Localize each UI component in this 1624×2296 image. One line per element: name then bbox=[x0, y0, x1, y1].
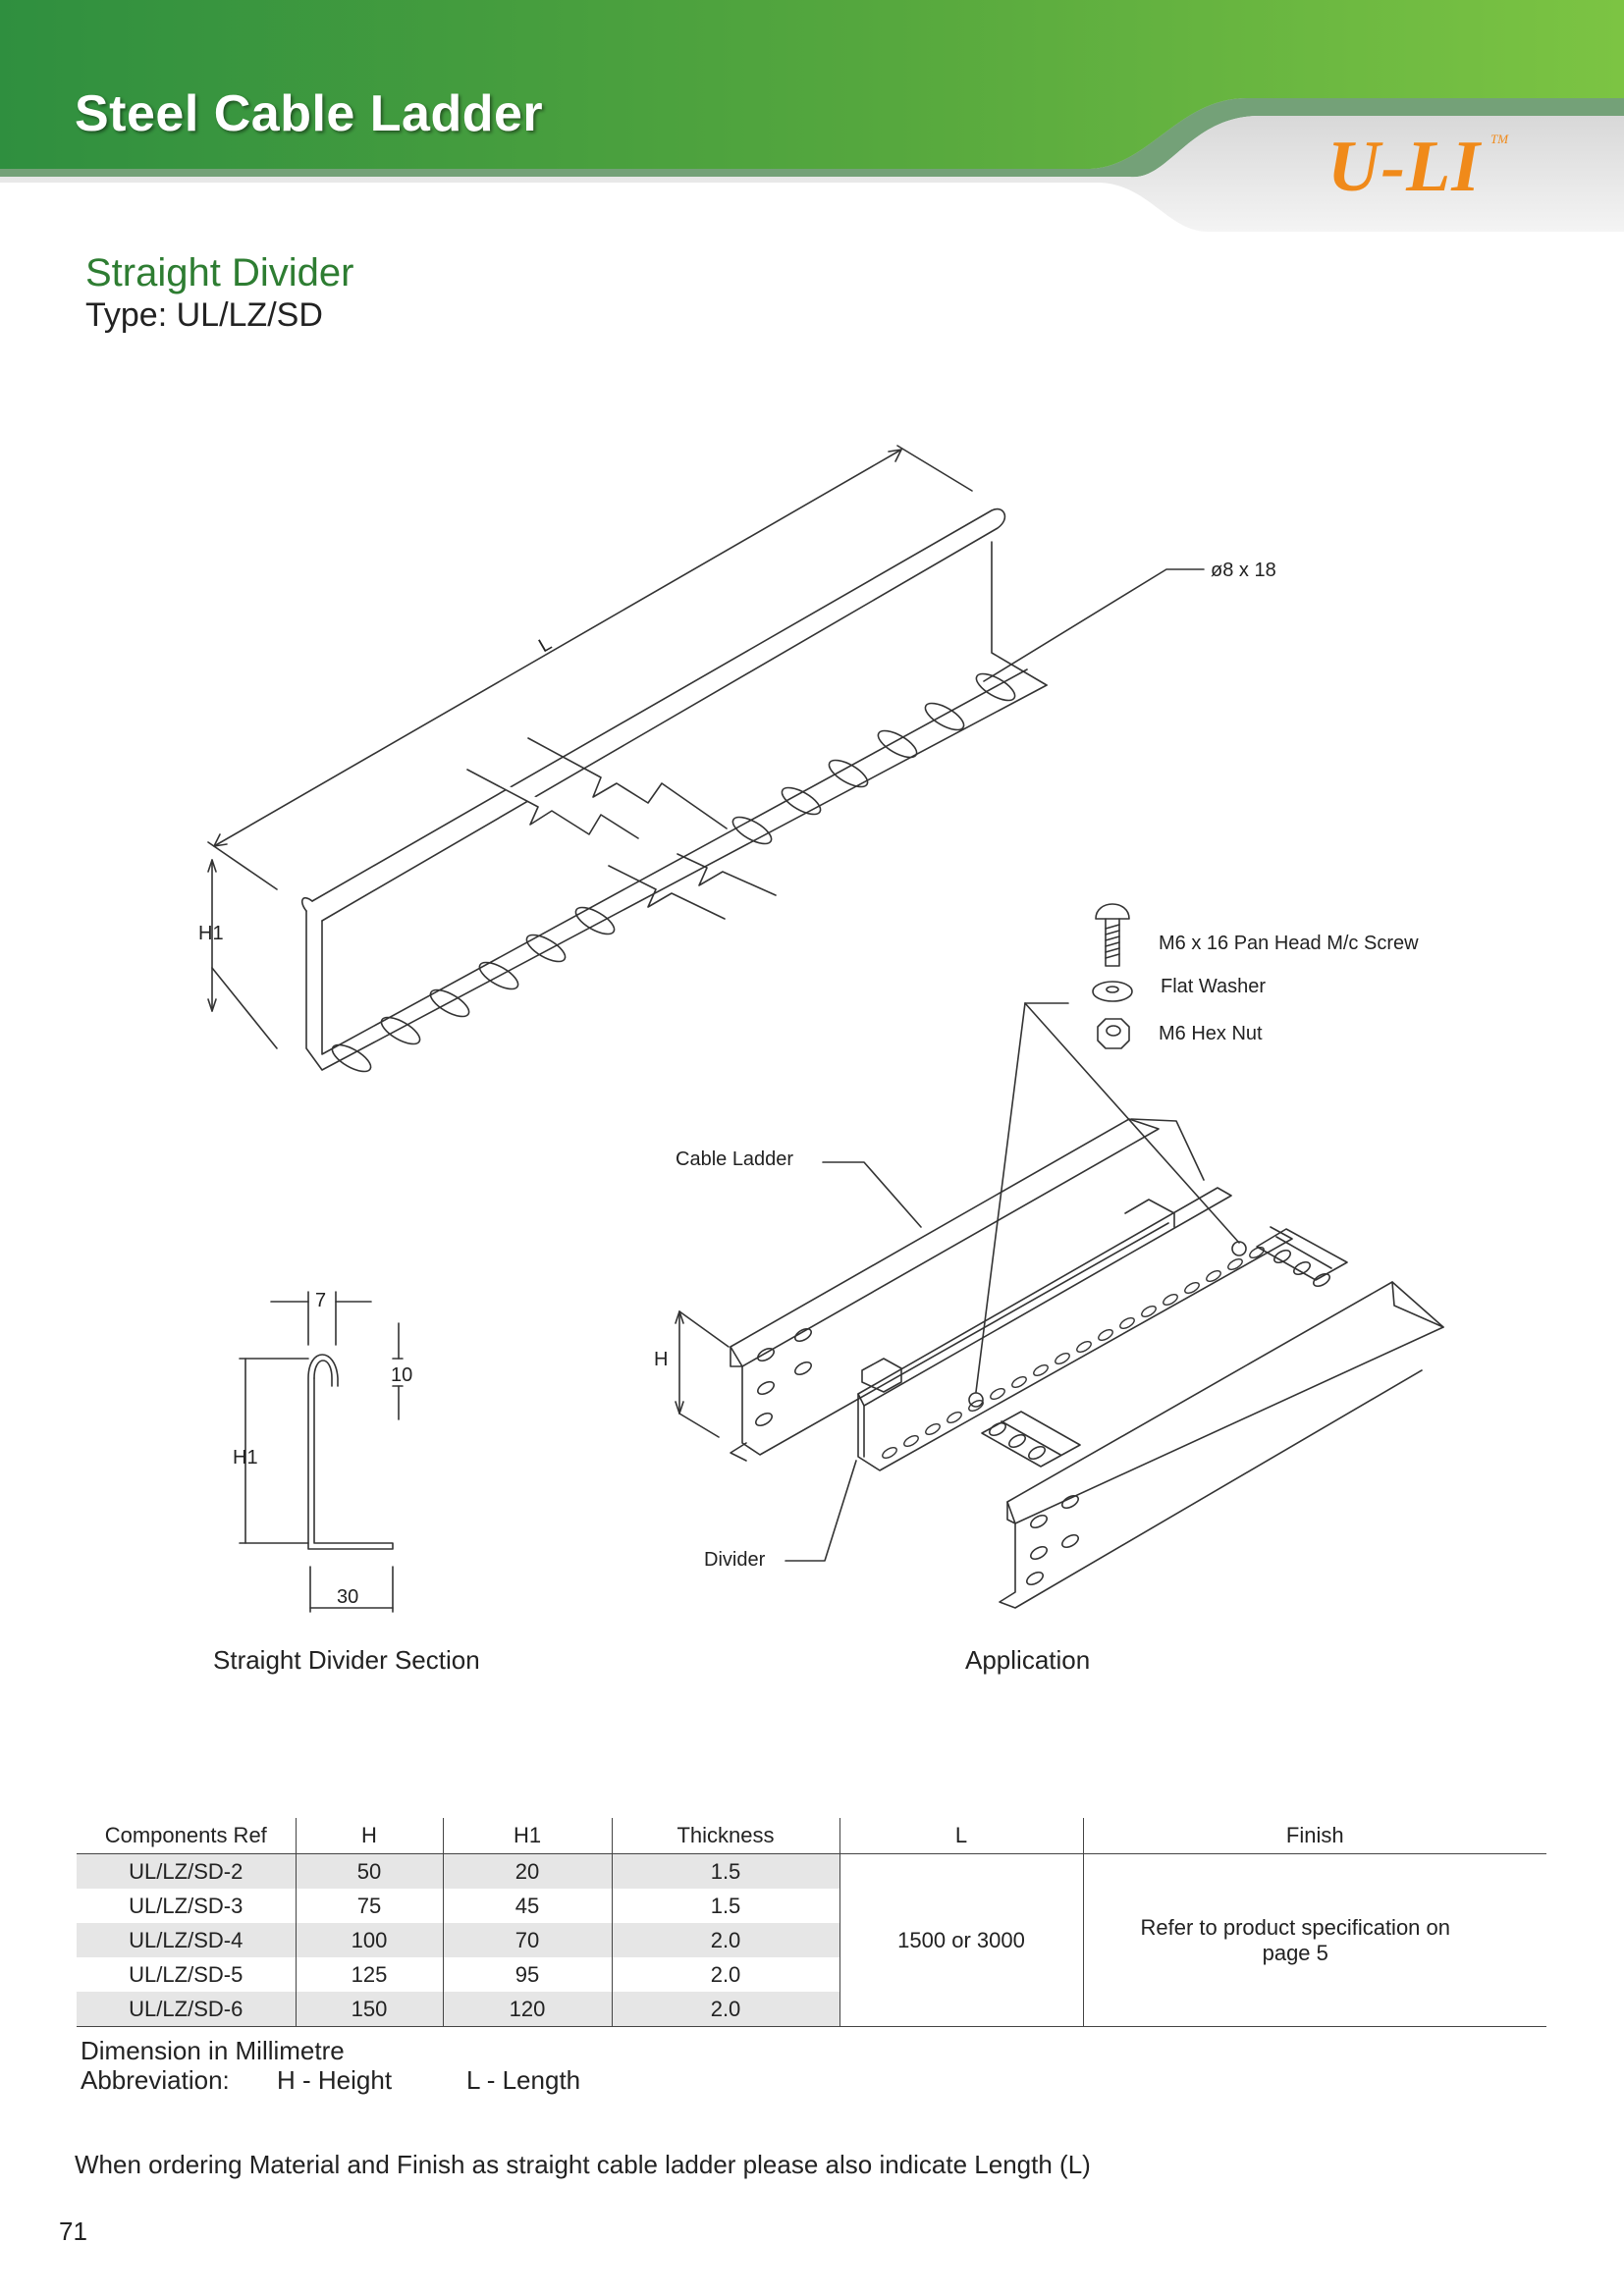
ordering-note: When ordering Material and Finish as str… bbox=[75, 2150, 1091, 2179]
cell-h: 50 bbox=[295, 1853, 443, 1889]
col-header-h: H bbox=[295, 1818, 443, 1854]
table-row: UL/LZ/SD-3 75 45 1.5 bbox=[77, 1889, 1546, 1923]
section-caption: Straight Divider Section bbox=[213, 1645, 480, 1675]
cell-h1: 95 bbox=[442, 1957, 612, 1992]
height-label: H bbox=[654, 1349, 669, 1370]
cell-h1: 70 bbox=[442, 1923, 612, 1957]
hardware-set bbox=[1092, 903, 1133, 1049]
cell-h1: 120 bbox=[442, 1992, 612, 2027]
divider-section-view bbox=[239, 1291, 404, 1613]
abbreviation-length: L - Length bbox=[466, 2065, 581, 2095]
cell-ref: UL/LZ/SD-3 bbox=[129, 1893, 244, 1918]
cable-ladder-label: Cable Ladder bbox=[676, 1148, 794, 1170]
application-caption: Application bbox=[965, 1645, 1091, 1675]
table-row: UL/LZ/SD-6 150 120 2.0 bbox=[77, 1992, 1546, 2027]
cell-h: 150 bbox=[295, 1992, 443, 2027]
cell-ref: UL/LZ/SD-6 bbox=[77, 1992, 296, 2027]
application-view bbox=[675, 1002, 1444, 1609]
screw-label: M6 x 16 Pan Head M/c Screw bbox=[1159, 933, 1419, 954]
brand-logo: U-LI bbox=[1327, 127, 1482, 207]
page-title: Steel Cable Ladder bbox=[75, 85, 544, 142]
cell-thickness: 2.0 bbox=[611, 1957, 839, 1992]
section-hook-label: 10 bbox=[391, 1364, 413, 1386]
washer-label: Flat Washer bbox=[1161, 976, 1267, 997]
cell-thickness: 2.0 bbox=[611, 1992, 839, 2027]
col-header-components-ref: Components Ref bbox=[77, 1818, 296, 1854]
table-row: UL/LZ/SD-4 100 70 2.0 bbox=[77, 1923, 1546, 1957]
col-header-length: L bbox=[839, 1818, 1083, 1854]
cell-h: 75 bbox=[295, 1889, 443, 1923]
page-number: 71 bbox=[59, 2216, 87, 2246]
section-width-label: 7 bbox=[315, 1290, 327, 1311]
divider-label: Divider bbox=[704, 1549, 766, 1571]
product-type: Type: UL/LZ/SD bbox=[85, 296, 323, 334]
cell-length: 1500 or 3000 bbox=[839, 1853, 1083, 2027]
abbreviation-height: H - Height bbox=[277, 2065, 393, 2095]
cell-ref: UL/LZ/SD-5 bbox=[129, 1961, 244, 1987]
header-banner bbox=[0, 0, 1624, 232]
cell-h1: 45 bbox=[442, 1889, 612, 1923]
trademark-mark: TM bbox=[1490, 132, 1509, 146]
page-header: Steel Cable Ladder U-LI TM bbox=[0, 0, 1624, 236]
specification-table: Components Ref H H1 Thickness L Finish U… bbox=[77, 1818, 1546, 2027]
col-header-finish: Finish bbox=[1082, 1818, 1546, 1854]
cell-finish: Refer to product specification on page 5 bbox=[1082, 1853, 1546, 2027]
cell-ref: UL/LZ/SD-4 bbox=[77, 1923, 296, 1957]
technical-drawing bbox=[207, 445, 1444, 1613]
table-header-row: Components Ref H H1 Thickness L Finish bbox=[77, 1818, 1546, 1854]
cell-thickness: 1.5 bbox=[611, 1853, 839, 1889]
cell-h1: 20 bbox=[442, 1853, 612, 1889]
nut-label: M6 Hex Nut bbox=[1159, 1023, 1263, 1044]
cell-h: 100 bbox=[295, 1923, 443, 1957]
col-header-h1: H1 bbox=[442, 1818, 612, 1854]
dimension-note: Dimension in Millimetre bbox=[81, 2036, 345, 2065]
cell-thickness: 2.0 bbox=[611, 1923, 839, 1957]
slot-size-label: ø8 x 18 bbox=[1211, 560, 1276, 581]
table-row: UL/LZ/SD-5 125 95 2.0 bbox=[77, 1957, 1546, 1992]
cell-ref: UL/LZ/SD-2 bbox=[77, 1853, 296, 1889]
product-name: Straight Divider bbox=[85, 251, 354, 294]
section-height-label: H1 bbox=[233, 1447, 258, 1468]
cell-h: 125 bbox=[295, 1957, 443, 1992]
col-header-thickness: Thickness bbox=[611, 1818, 839, 1854]
divider-isometric-view bbox=[207, 445, 1205, 1073]
table-row: UL/LZ/SD-2 50 20 1.5 1500 or 3000 Refer … bbox=[77, 1853, 1546, 2027]
abbreviation-label: Abbreviation: bbox=[81, 2065, 230, 2095]
cell-thickness: 1.5 bbox=[611, 1889, 839, 1923]
height1-label: H1 bbox=[198, 923, 224, 944]
section-flange-label: 30 bbox=[337, 1586, 359, 1608]
